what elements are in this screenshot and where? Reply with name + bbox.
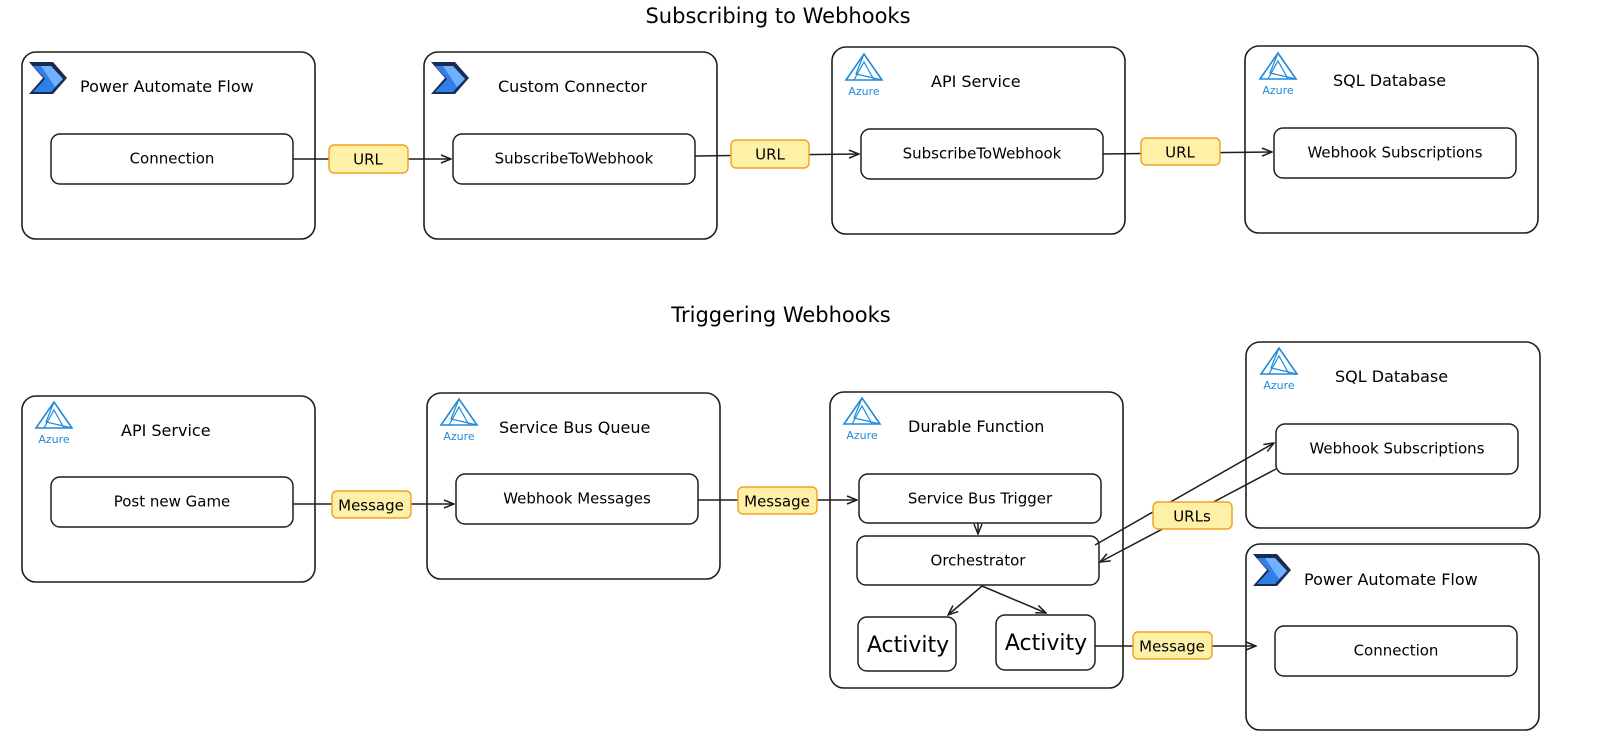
node-activity-1[interactable] [857,616,957,672]
container-title: Custom Connector [498,77,647,96]
edge-label-url [1140,137,1221,166]
container-title: API Service [121,421,211,440]
node-label: Activity [867,633,949,658]
container-title: Service Bus Queue [499,418,650,437]
section-title-trigger: Triggering Webhooks [670,303,890,327]
azure-icon-text: Azure [846,429,878,442]
node-label: SubscribeToWebhook [903,145,1062,163]
node-subscribe-to-webhook[interactable] [452,133,696,185]
container-title: Power Automate Flow [80,77,254,96]
edge-label-message [737,486,818,515]
edge-label-message [331,490,412,519]
node-label: Activity [1005,631,1087,656]
node-label: Webhook Subscriptions [1307,144,1482,162]
container-title: Durable Function [908,417,1044,436]
azure-icon-text: Azure [38,433,70,446]
edge-label-text: URLs [1173,508,1211,526]
node-label: Connection [130,150,215,168]
edge-orchestrator-to-activity-2 [981,585,1046,613]
edge-orchestrator-to-sql [1094,443,1274,546]
node-connection[interactable] [1274,625,1518,677]
node-webhook-messages[interactable] [455,473,699,525]
node-service-bus-trigger[interactable] [858,473,1102,524]
container-title: SQL Database [1335,367,1448,386]
azure-icon-text: Azure [443,430,475,443]
node-webhook-subscriptions[interactable] [1275,423,1519,475]
azure-icon-text: Azure [1262,84,1294,97]
azure-icon-text: Azure [1263,379,1295,392]
edge-label-text: URL [1165,144,1195,162]
edge-label-text: Message [338,497,404,515]
edge-label-text: URL [755,146,785,164]
node-label: Connection [1354,642,1439,660]
edge-label-urls [1152,501,1233,530]
node-label: Orchestrator [931,552,1027,570]
edge-label-text: Message [744,493,810,511]
node-label: SubscribeToWebhook [495,150,654,168]
edge-label-url [730,139,810,169]
node-label: Webhook Messages [503,490,651,508]
node-webhook-subscriptions[interactable] [1273,127,1517,179]
node-label: Post new Game [114,493,231,511]
container-title: Power Automate Flow [1304,570,1478,589]
edge-orchestrator-to-activity-1 [948,585,983,615]
node-post-new-game[interactable] [50,476,294,528]
container-title: SQL Database [1333,71,1446,90]
container-title: API Service [931,72,1021,91]
edge-label-message [1132,631,1213,660]
node-label: Webhook Subscriptions [1309,440,1484,458]
node-activity-2[interactable] [995,614,1096,671]
edge-label-text: Message [1139,638,1205,656]
edge-label-url [328,144,409,174]
section-title-subscribe: Subscribing to Webhooks [645,4,910,28]
edge-label-text: URL [353,151,383,169]
azure-icon-text: Azure [848,85,880,98]
node-label: Service Bus Trigger [908,490,1053,508]
